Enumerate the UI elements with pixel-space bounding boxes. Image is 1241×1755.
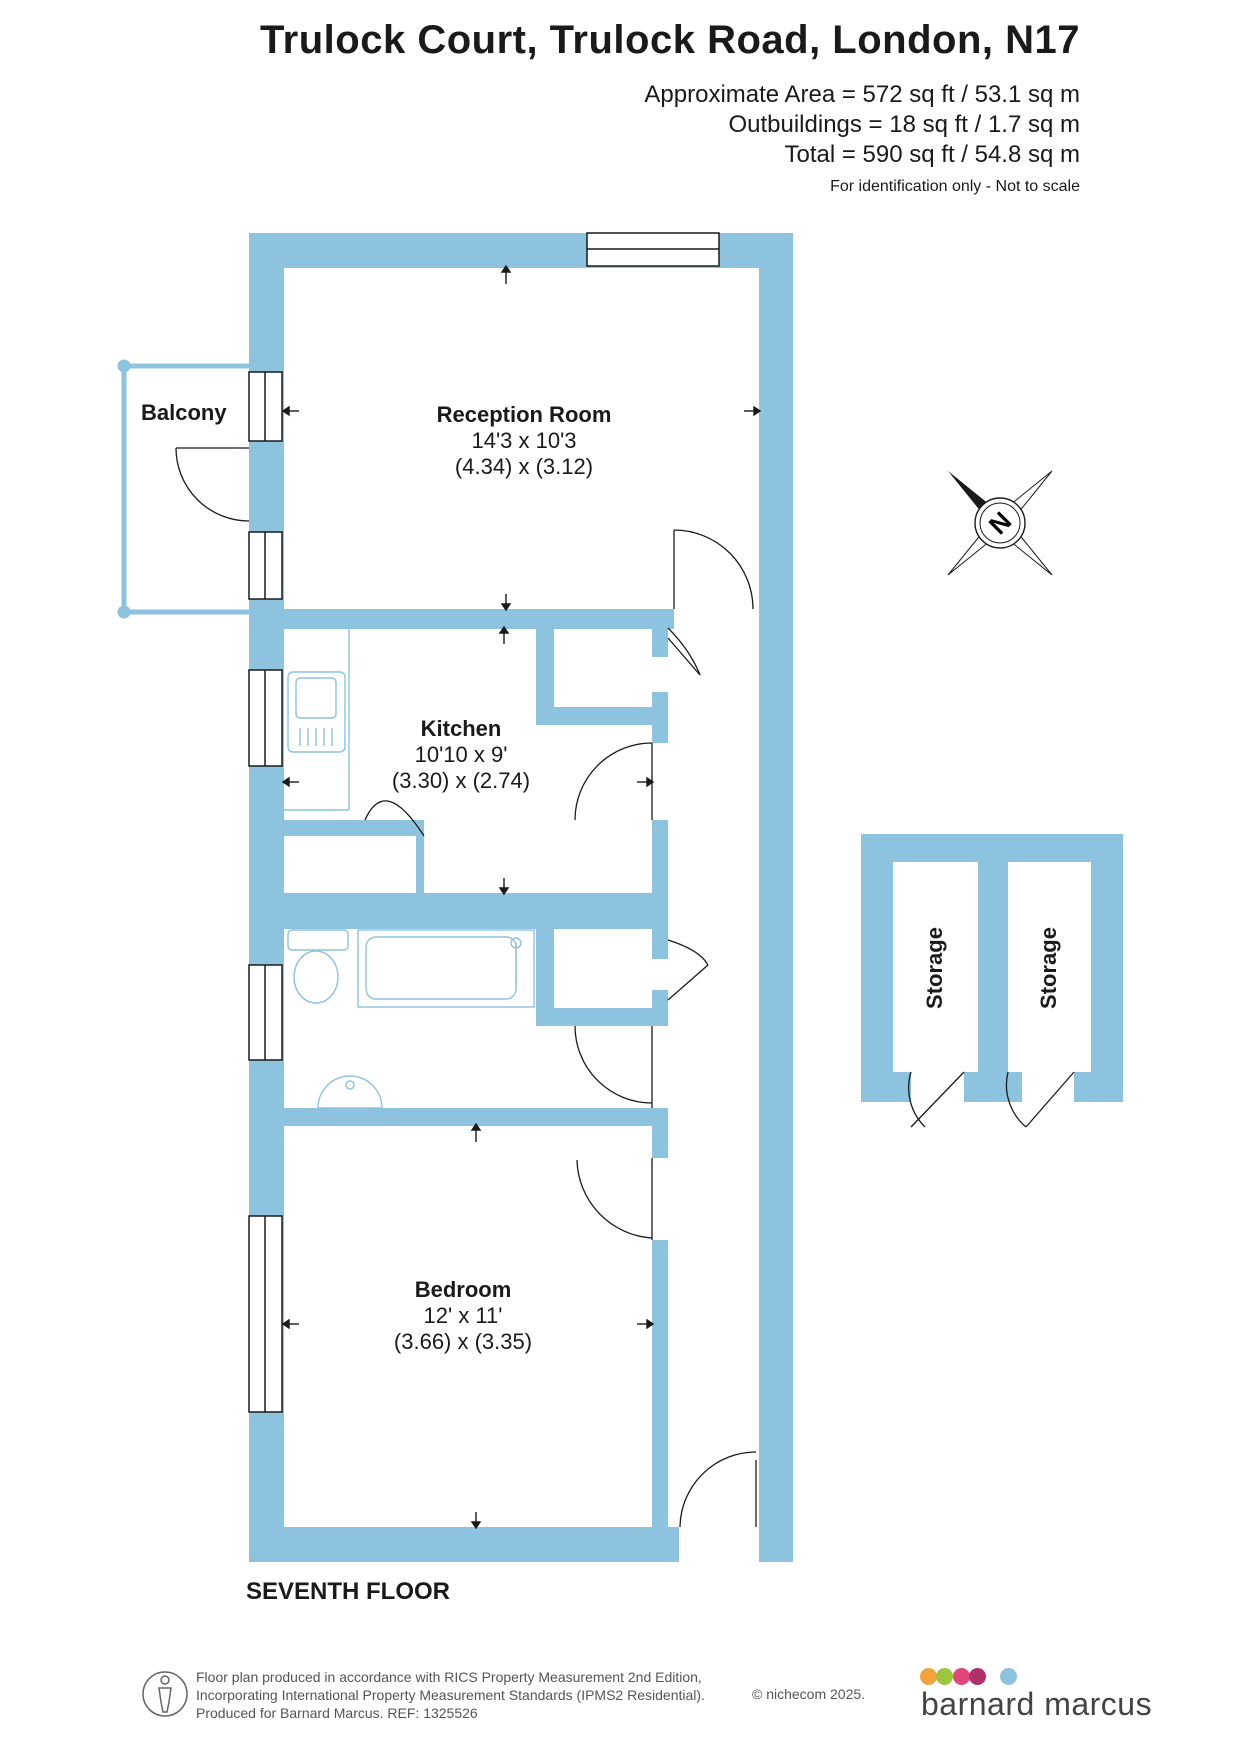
bedroom-metric: (3.66) x (3.35) (394, 1329, 532, 1354)
reception-room-name: Reception Room (437, 402, 612, 427)
logo-dot (920, 1668, 937, 1685)
doors (175, 447, 1075, 1528)
footer-line-1: Floor plan produced in accordance with R… (196, 1669, 702, 1685)
logo-dot (952, 1668, 970, 1685)
kitchen-name: Kitchen (421, 716, 502, 741)
reception-room-imperial: 14'3 x 10'3 (471, 428, 576, 453)
reception-room-metric: (4.34) x (3.12) (455, 454, 593, 479)
storage-label-right: Storage (1036, 927, 1061, 1009)
balcony-outline (117, 359, 249, 619)
rics-footer: Floor plan produced in accordance with R… (196, 1668, 705, 1722)
walls (249, 233, 1123, 1562)
logo-dot (999, 1668, 1017, 1685)
footer-line-3: Produced for Barnard Marcus. REF: 132552… (196, 1705, 478, 1721)
dimension-arrows (281, 264, 762, 1530)
bedroom-name: Bedroom (415, 1277, 512, 1302)
compass-icon: N (947, 470, 1053, 576)
windows (248, 232, 720, 1413)
accessibility-person-icon (142, 1671, 188, 1717)
balcony-label: Balcony (141, 400, 227, 425)
footer-line-2: Incorporating International Property Mea… (196, 1687, 705, 1703)
total-area: Total = 590 sq ft / 54.8 sq m (784, 141, 1081, 168)
copyright-notice: © nichecom 2025. (752, 1686, 866, 1702)
kitchen-metric: (3.30) x (2.74) (392, 768, 530, 793)
logo-dot (969, 1668, 987, 1685)
page-title: Trulock Court, Trulock Road, London, N17 (259, 18, 1080, 62)
brand-logo: barnard marcus (921, 1686, 1153, 1722)
approximate-area: Approximate Area = 572 sq ft / 53.1 sq m (644, 81, 1080, 108)
logo-dot (936, 1668, 954, 1685)
floor-label: SEVENTH FLOOR (246, 1578, 451, 1605)
bedroom-imperial: 12' x 11' (424, 1303, 503, 1328)
brand-logo-dots (920, 1668, 1017, 1690)
kitchen-imperial: 10'10 x 9' (415, 742, 508, 767)
storage-label-left: Storage (922, 927, 947, 1009)
room-labels: Balcony Reception Room 14'3 x 10'3 (4.34… (141, 400, 1061, 1354)
scale-disclaimer: For identification only - Not to scale (830, 178, 1080, 195)
fixtures (284, 629, 535, 1109)
outbuildings-area: Outbuildings = 18 sq ft / 1.7 sq m (728, 111, 1080, 138)
